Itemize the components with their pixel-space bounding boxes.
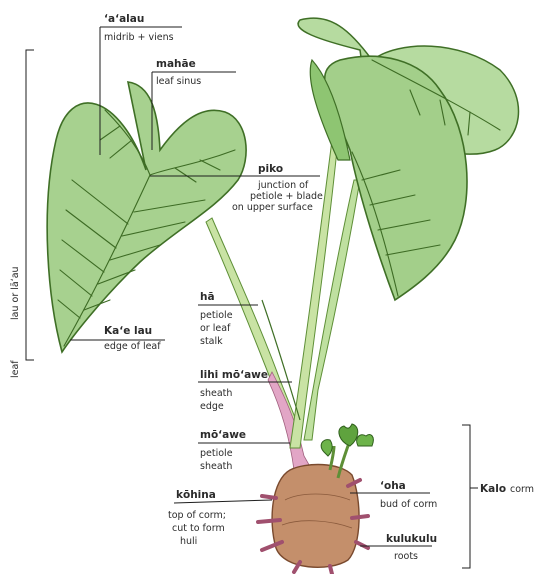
label-lau-side: lau or lāʻau [10,266,21,320]
root [352,516,368,518]
label-kaelau-desc: edge of leaf [104,341,161,352]
label-aalau-desc: midrib + viens [104,32,174,43]
root [258,520,280,522]
label-aalau: ʻaʻalau [104,13,144,25]
label-moawe-desc-2: sheath [200,461,232,472]
label-corm: corm [510,484,534,495]
label-ha: hā [200,291,215,303]
label-lihi-desc-2: edge [200,401,224,412]
label-moawe-desc-1: petiole [200,448,233,459]
label-oha: ʻoha [380,480,406,492]
label-oha-desc: bud of corm [380,499,437,510]
oha-bud-leaf-1 [339,424,358,446]
corm [258,424,373,574]
label-kohina-desc-2: cut to form [172,523,225,534]
label-piko-desc-1: junction of [257,180,309,191]
label-leaf-side: leaf [10,360,21,378]
label-moawe: mōʻawe [200,429,246,441]
label-ha-desc-1: petiole [200,310,233,321]
label-ha-desc-2: or leaf [200,323,231,334]
root [356,542,368,548]
label-kulukulu-desc: roots [394,551,418,562]
label-kohina-desc-1: top of corm; [168,510,226,521]
label-piko-desc-3: on upper surface [232,202,313,213]
label-piko: piko [258,163,283,175]
label-ha-desc-3: stalk [200,336,223,347]
label-kohina: kōhina [176,489,216,501]
label-kaelau: Kaʻe lau [104,325,152,337]
root [330,566,332,574]
label-lihi: lihi mōʻawe [200,369,268,381]
corm-body [272,465,359,568]
label-mahae-desc: leaf sinus [156,76,201,87]
label-kohina-desc-3: huli [180,536,197,547]
label-mahae: mahāe [156,58,196,70]
label-kalo: Kalo [480,483,506,495]
oha-bud-leaf-3 [321,440,332,456]
label-piko-desc-2: petiole + blade [250,191,323,202]
label-kulukulu: kulukulu [386,533,437,545]
label-lihi-desc-1: sheath [200,388,232,399]
oha-bud-leaf-2 [357,434,374,446]
root [262,496,276,498]
